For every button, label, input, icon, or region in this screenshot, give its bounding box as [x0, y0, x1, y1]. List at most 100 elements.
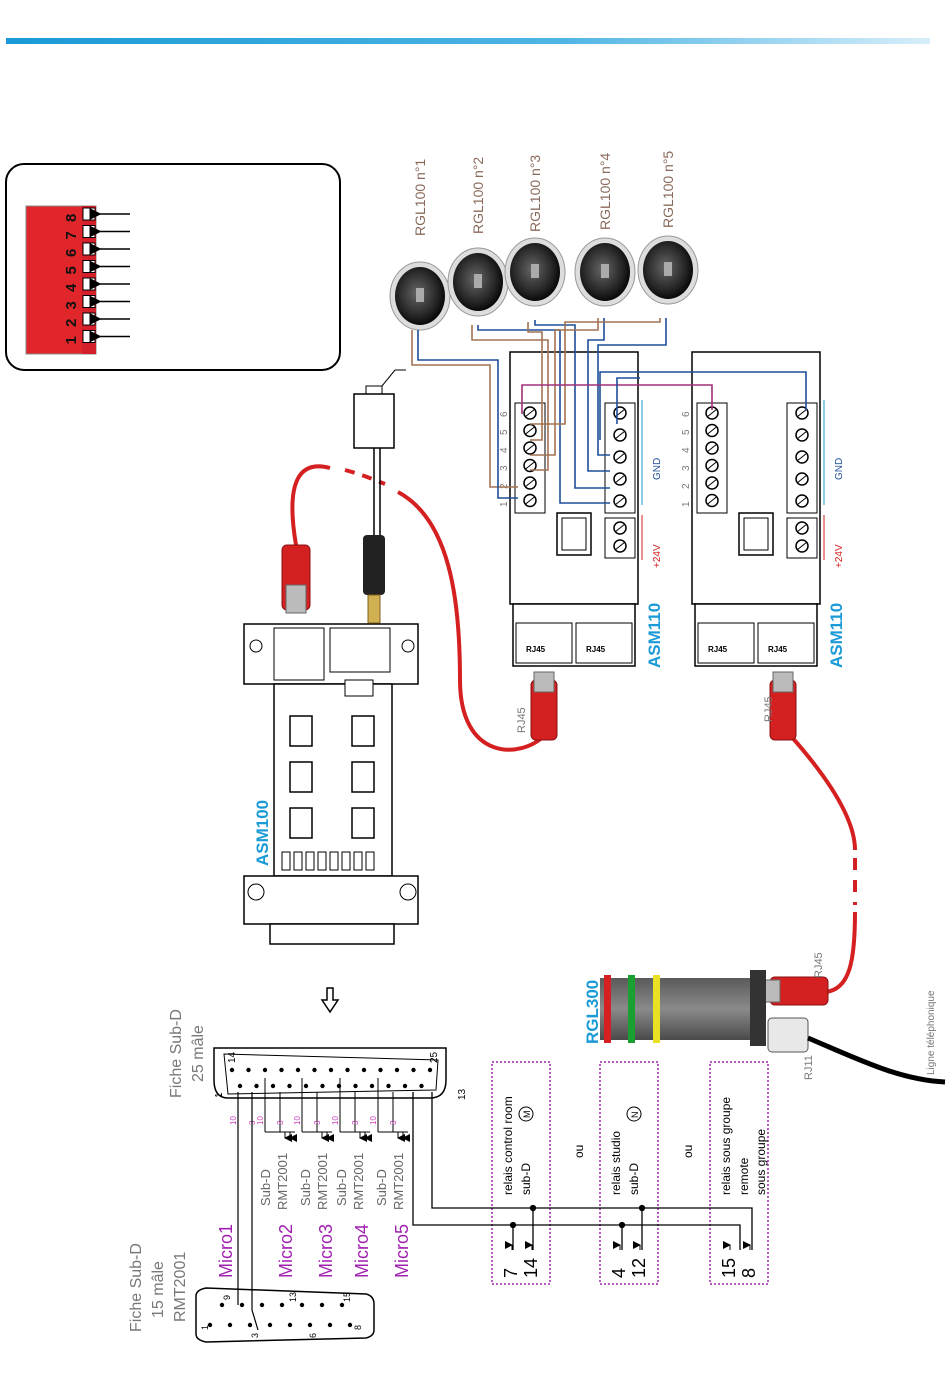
- red-cable-2: [763, 671, 857, 1006]
- terminal-number: 6: [681, 411, 692, 417]
- subd15-pin-label: 8: [353, 1325, 363, 1330]
- subd15-pin-label: 15: [342, 1292, 352, 1302]
- dip-switch-number: 7: [63, 231, 80, 239]
- subd25-title: Fiche Sub-D: [168, 1009, 185, 1098]
- asm100-title: ASM100: [253, 800, 272, 866]
- pin-number: 10: [369, 1116, 378, 1125]
- pin-number: 10: [293, 1116, 302, 1125]
- relay-label: relais studio: [609, 1131, 623, 1195]
- gnd-label: GND: [652, 458, 663, 480]
- relay-label: remote: [737, 1157, 751, 1195]
- relay-wiring: [412, 1092, 753, 1250]
- relay-label: sub-D: [519, 1163, 533, 1195]
- micro1-wiring: [237, 1092, 259, 1331]
- micro-sub-label: Sub-D: [298, 1169, 313, 1206]
- dip-switch-toggle: [82, 295, 96, 308]
- relay-label: relais control room: [501, 1096, 515, 1195]
- up-arrow-icon: [320, 987, 340, 1014]
- rgl300-title: RGL300: [583, 980, 602, 1044]
- micro-label: Micro1: [216, 1224, 236, 1278]
- subd15-title: RMT2001: [172, 1252, 189, 1322]
- terminal-number: 3: [499, 465, 510, 471]
- phone-line-label: Ligne téléphonique: [926, 990, 937, 1075]
- rgl100-knob: [574, 237, 636, 307]
- rgl100-label: RGL100 n°4: [597, 153, 613, 230]
- subd15-pin-label: 6: [308, 1333, 318, 1338]
- asm110-title: ASM110: [827, 603, 846, 668]
- micro-label: Micro3: [316, 1224, 336, 1278]
- micro-sub-label: RMT2001: [275, 1153, 290, 1210]
- subd15-title: Fiche Sub-D: [128, 1243, 145, 1332]
- ou-label: ou: [572, 1145, 586, 1158]
- micro-sub-label: Sub-D: [334, 1169, 349, 1206]
- relay-pin: 4: [609, 1268, 629, 1278]
- rgl100-knob: [504, 237, 566, 307]
- rgl-wires: [411, 318, 807, 504]
- dip-switch-number: 6: [63, 249, 80, 257]
- dip-switch-toggle: [82, 277, 96, 291]
- rgl300-red-ring: [604, 975, 611, 1043]
- rj45-port-label: RJ45: [586, 645, 606, 654]
- relay-box: [491, 1061, 551, 1285]
- rgl100-label: RGL100 n°1: [412, 159, 428, 236]
- subd25-pin-label: 25: [429, 1051, 440, 1063]
- terminal-number: 1: [681, 501, 692, 507]
- rgl100-knob: [637, 235, 699, 305]
- relay-symbol-icon: [518, 1106, 534, 1122]
- power-jack: [353, 369, 406, 624]
- dip-switch-toggle: [82, 330, 96, 343]
- relay-pin: 15: [719, 1258, 739, 1278]
- subd25-pin-label: 1: [214, 1092, 225, 1098]
- dip-switch-number: 8: [63, 214, 80, 222]
- subd15-pin-label: 13: [288, 1292, 298, 1302]
- pin-number: 10: [256, 1116, 265, 1125]
- pin-number: 10: [229, 1116, 238, 1125]
- dip-switch-number: 2: [63, 319, 80, 327]
- rgl100-knob: [447, 247, 509, 317]
- relay-box: [599, 1061, 659, 1285]
- relay-label: relais sous groupe: [719, 1097, 733, 1195]
- relay-pin: 12: [629, 1258, 649, 1278]
- dip-switch-toggle: [82, 312, 96, 326]
- terminal-number: 2: [681, 483, 692, 489]
- subd15-pin-label: 3: [250, 1333, 260, 1338]
- rj11-label: RJ11: [803, 1055, 815, 1080]
- terminal-number: 1: [499, 501, 510, 507]
- dip-switch-number: 4: [63, 283, 80, 292]
- micro-sub-label: RMT2001: [315, 1153, 330, 1210]
- relay-pin: 14: [521, 1258, 541, 1278]
- micro-label: Micro5: [392, 1224, 412, 1278]
- micro-sub-label: RMT2001: [391, 1153, 406, 1210]
- relay-symbol-icon: [626, 1106, 642, 1122]
- rgl300-yellow-ring: [653, 975, 660, 1043]
- red-cable-1: [281, 464, 558, 752]
- subd15-pin-label: 1: [200, 1325, 210, 1330]
- pin-number: 3: [389, 1120, 398, 1125]
- subd25-pin-label: 14: [227, 1051, 238, 1063]
- asm110-title: ASM110: [645, 603, 664, 668]
- v24-label: +24V: [834, 544, 845, 568]
- rj45-port-label: RJ45: [708, 645, 728, 654]
- relay-label: sous groupe: [754, 1129, 768, 1195]
- micro-sub-label: Sub-D: [258, 1169, 273, 1206]
- rj45-label: RJ45: [763, 696, 775, 722]
- top-accent-bar: [6, 38, 930, 44]
- micro-sub-label: Sub-D: [374, 1169, 389, 1206]
- terminal-number: 5: [681, 429, 692, 435]
- phone-line-cable: [807, 1035, 946, 1085]
- relay-symbol: M: [522, 1111, 532, 1119]
- rgl100-label: RGL100 n°2: [470, 157, 486, 234]
- subd15-title: 15 mâle: [150, 1261, 167, 1318]
- dip-switch-toggle: [82, 242, 96, 256]
- dip-switch-toggle: [82, 207, 96, 221]
- dip-switch-toggle: [82, 260, 96, 273]
- rgl100-label: RGL100 n°3: [527, 155, 543, 232]
- relay-label: sub-D: [627, 1163, 641, 1195]
- rj45-label: RJ45: [813, 952, 825, 978]
